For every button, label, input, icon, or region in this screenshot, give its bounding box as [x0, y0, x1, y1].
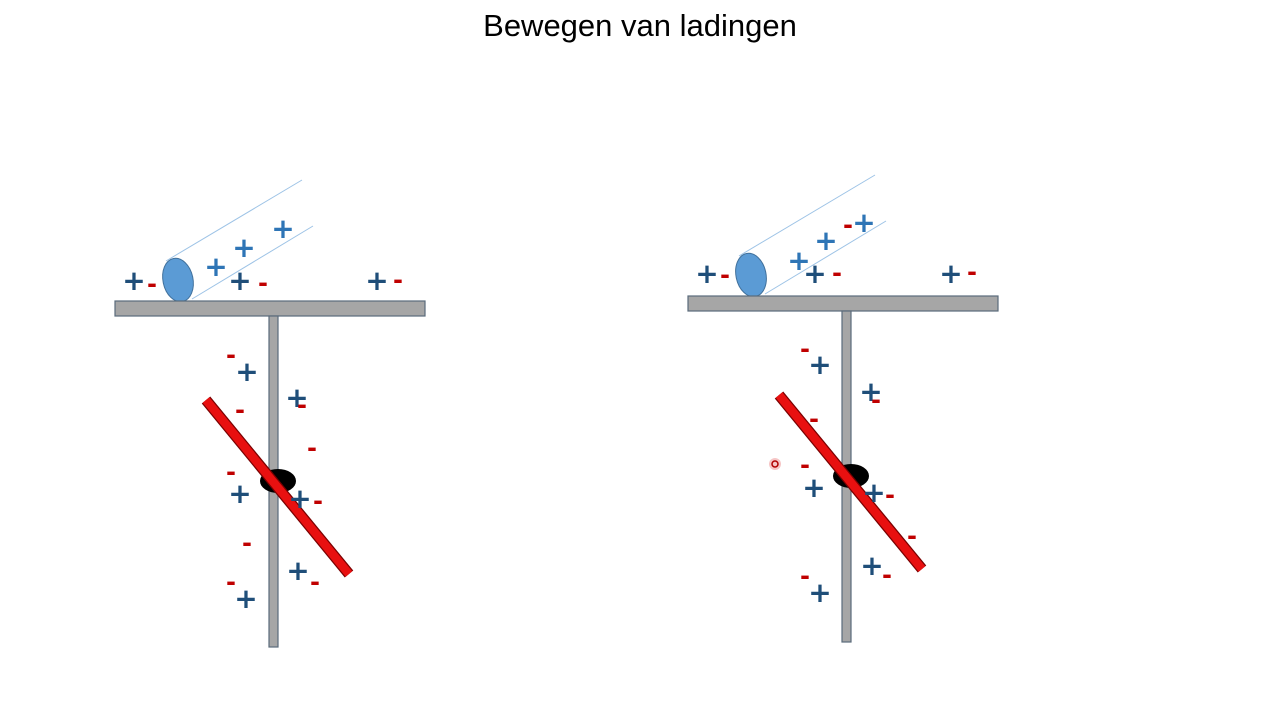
left-plate-plus: + — [122, 264, 145, 297]
left-stem-minus: - — [313, 487, 323, 515]
right-stem-plus: + — [808, 348, 831, 381]
left-stem-minus: - — [307, 434, 317, 462]
left-stem-plus: + — [234, 582, 257, 615]
left-stem-plus: + — [235, 355, 258, 388]
left-needle — [202, 397, 353, 577]
right-top-plate — [687, 295, 999, 312]
left-stem-minus: - — [235, 396, 245, 424]
right-stem-plus: + — [859, 375, 882, 408]
left-plate-minus: - — [393, 266, 403, 294]
left-stem-plus: + — [286, 554, 309, 587]
laser-pointer-icon-glow — [769, 458, 781, 470]
left-stem-minus: - — [226, 568, 236, 596]
left-rod-plus: + — [232, 231, 255, 264]
right-stem-plus: + — [862, 476, 885, 509]
right-stem-plus: + — [860, 549, 883, 582]
left-stem-minus: - — [297, 391, 307, 419]
left-stem-plus: + — [228, 477, 251, 510]
left-plate-plus: + — [228, 264, 251, 297]
left-stem-minus: - — [242, 529, 252, 557]
right-rod-outline-bottom — [764, 220, 887, 295]
left-rod-plus: + — [271, 212, 294, 245]
right-stem-minus: - — [885, 481, 895, 509]
left-plate-plus: + — [365, 264, 388, 297]
right-stem-minus: - — [871, 386, 881, 414]
left-plate-minus: - — [147, 270, 157, 298]
right-stem-minus: - — [907, 522, 917, 550]
right-rod-end — [735, 252, 767, 298]
right-stem-plus: + — [808, 576, 831, 609]
right-plate-minus: - — [720, 261, 730, 289]
left-rod-outline-bottom — [191, 225, 314, 300]
right-stem-minus: - — [800, 335, 810, 363]
left-stem-minus: - — [226, 458, 236, 486]
right-plate-minus: - — [832, 259, 842, 287]
right-plate-minus: - — [967, 258, 977, 286]
right-stem-minus: - — [809, 405, 819, 433]
page-title: Bewegen van ladingen — [483, 8, 797, 43]
left-stem-minus: - — [310, 568, 320, 596]
right-stem-plus: + — [802, 471, 825, 504]
right-plate-plus: + — [939, 257, 962, 290]
right-rod-plus: + — [787, 244, 810, 277]
right-stem-minus: - — [882, 561, 892, 589]
right-rod-outline-top — [738, 174, 876, 257]
right-rod-plus: + — [852, 206, 875, 239]
laser-pointer-icon — [771, 460, 779, 468]
right-needle — [775, 392, 926, 572]
left-rod-outline-top — [165, 179, 303, 262]
right-rod-plus: + — [814, 224, 837, 257]
right-plate-plus: + — [803, 257, 826, 290]
left-plate-minus: - — [258, 269, 268, 297]
left-rod-end — [162, 257, 194, 303]
right-stem-minus: - — [800, 562, 810, 590]
left-stem-minus: - — [226, 341, 236, 369]
left-rod-plus: + — [204, 250, 227, 283]
left-stem-plus: + — [285, 381, 308, 414]
right-plate-plus: + — [695, 257, 718, 290]
right-stem-minus: - — [800, 451, 810, 479]
left-top-plate — [114, 300, 426, 317]
left-stem-plus: + — [288, 482, 311, 515]
right-rod-minus: - — [843, 211, 853, 239]
